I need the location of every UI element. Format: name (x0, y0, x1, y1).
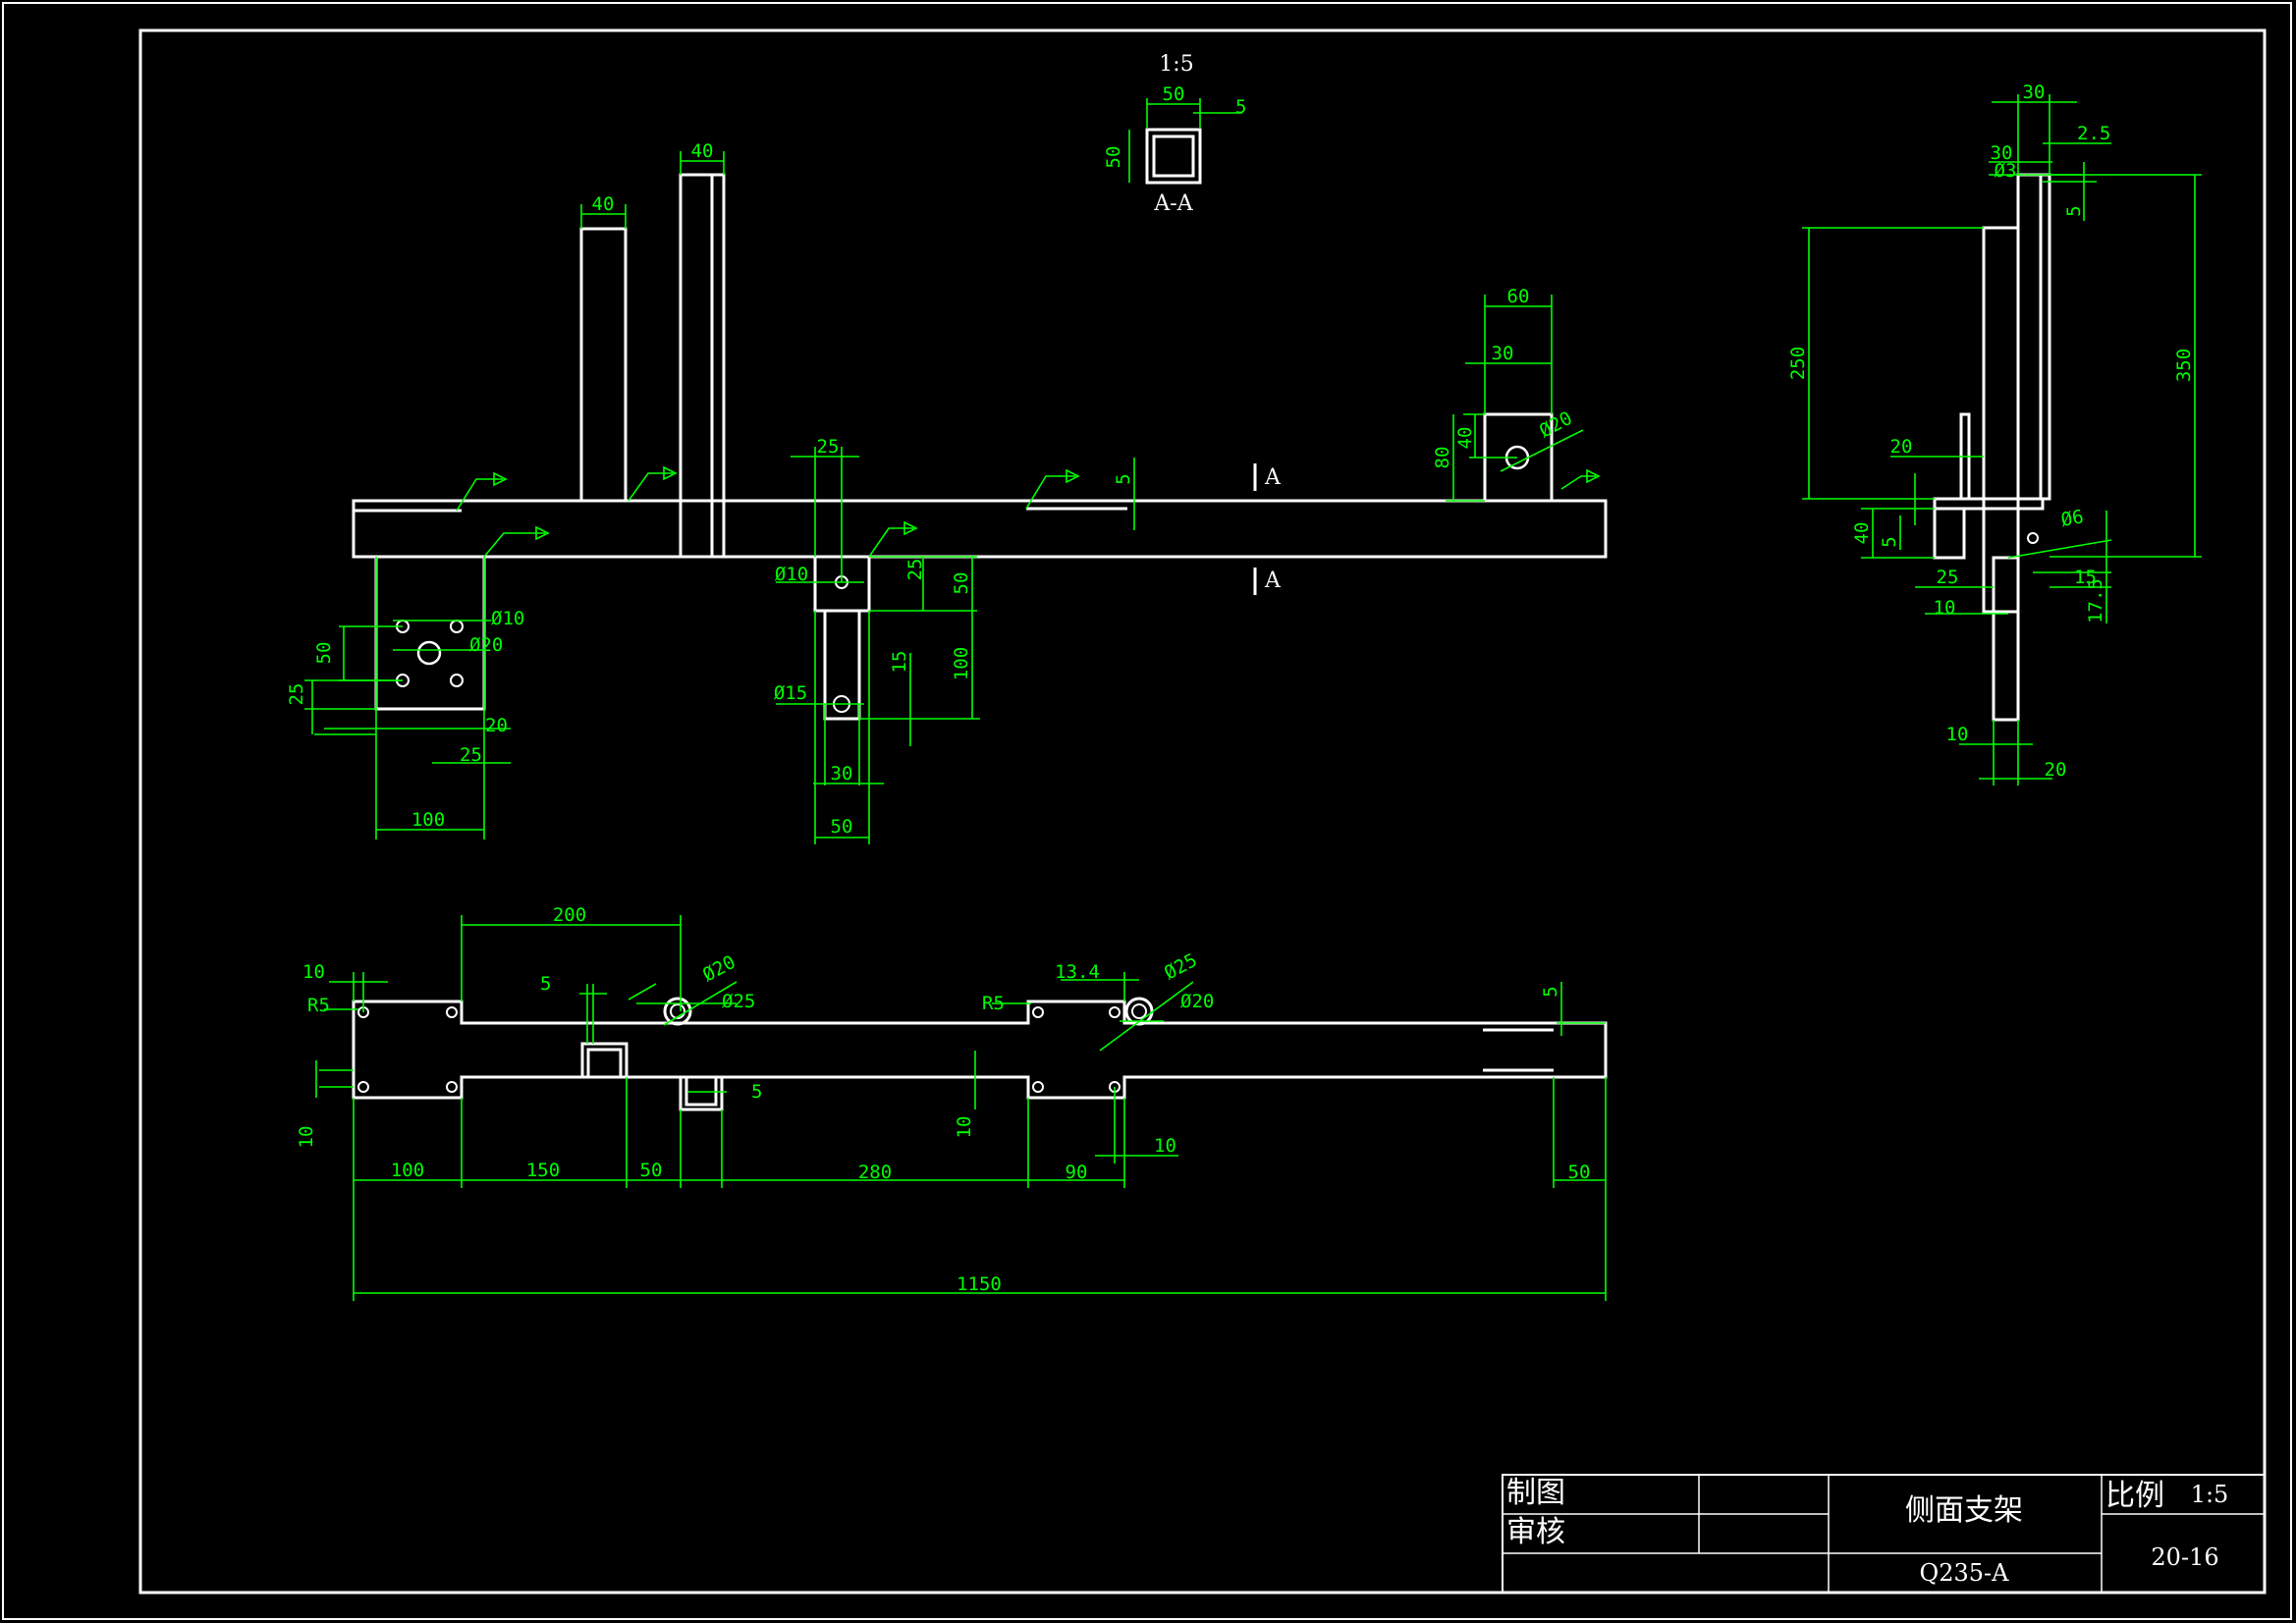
dim-side-15: 15 (2074, 567, 2097, 588)
section-label: A-A (1153, 191, 1193, 216)
section-height-dim: 50 (1103, 146, 1124, 169)
section-width-dim: 50 (1163, 83, 1185, 105)
dim-side-5b: 5 (1879, 536, 1900, 547)
dim-top-r5b: R5 (982, 993, 1005, 1014)
dim-side-250: 250 (1787, 347, 1809, 380)
dim-left-v2: 25 (286, 683, 307, 706)
dim-left-hole-small: Ø10 (491, 608, 524, 629)
dim-beam-wall: 5 (1113, 473, 1134, 484)
dim-mid-hole1: Ø10 (775, 564, 808, 585)
dim-top-100: 100 (391, 1160, 424, 1181)
dim-side-30b: 30 (1991, 142, 2013, 164)
dim-top-90: 90 (1066, 1162, 1088, 1183)
dim-side-350: 350 (2173, 349, 2195, 382)
section-mark-bottom: A (1264, 568, 1282, 593)
dim-right-h2: 80 (1432, 447, 1453, 469)
top-view: 200 10 R5 5 Ø20 Ø25 13.4 R5 Ø25 Ø20 5 5 … (296, 904, 1608, 1301)
dim-mid-v2: 50 (951, 572, 972, 595)
dim-top-hole25b: Ø25 (1161, 949, 1201, 985)
dim-right-width2: 30 (1492, 343, 1514, 364)
dim-right-h1: 40 (1454, 427, 1476, 450)
dim-side-20b: 20 (2045, 759, 2067, 781)
dim-left-width: 100 (411, 809, 445, 831)
dim-side-hole3: Ø3 (1995, 160, 2017, 182)
dim-side-hole6: Ø6 (2059, 506, 2085, 531)
dim-mid-hole2: Ø15 (774, 682, 807, 704)
dim-mid-v1: 25 (904, 559, 926, 581)
dim-top-5a: 5 (540, 973, 551, 995)
dim-mid-v3: 100 (951, 647, 972, 680)
scale-value: 1:5 (2191, 1481, 2229, 1508)
dim-side-17-5: 17.5 (2085, 578, 2106, 623)
dim-top-10b: 10 (296, 1126, 317, 1149)
dim-top-hole20b: Ø20 (1180, 991, 1214, 1012)
dim-side-40: 40 (1851, 522, 1873, 545)
dim-top-10c: 10 (954, 1116, 975, 1139)
dim-top-50a: 50 (640, 1160, 663, 1181)
dim-mid-width: 25 (817, 436, 840, 458)
dim-left-h1: 20 (485, 715, 508, 736)
dim-mid-h2: 50 (831, 816, 853, 838)
dim-side-20a: 20 (1890, 436, 1913, 458)
dim-top-50b: 50 (1568, 1162, 1591, 1183)
dim-top-10a: 10 (302, 961, 325, 983)
title-block: 制图 审核 侧面支架 Q235-A 比例 1:5 20-16 (1502, 1474, 2266, 1594)
section-a-a: 1:5 50 5 50 A-A (1103, 52, 1246, 216)
dim-left-v1: 50 (313, 642, 335, 665)
dim-top-hole20a: Ø20 (699, 951, 739, 987)
scale-label: 比例 (2105, 1479, 2164, 1513)
dim-post2-width: 40 (691, 140, 714, 162)
dim-left-hole-big: Ø20 (469, 634, 503, 656)
drawing-title: 侧面支架 (1905, 1493, 2023, 1528)
dim-top-10d: 10 (1154, 1135, 1176, 1157)
section-mark-top: A (1264, 465, 1282, 490)
dim-top-1150: 1150 (957, 1273, 1002, 1295)
checked-by-label: 审核 (1506, 1515, 1565, 1549)
dim-left-h2: 25 (460, 744, 482, 766)
drawn-by-label: 制图 (1506, 1476, 1565, 1510)
dim-top-200: 200 (553, 904, 586, 926)
dim-side-5: 5 (2063, 205, 2085, 216)
dim-top-13-4: 13.4 (1055, 961, 1100, 983)
drawing-frame (138, 28, 2267, 1595)
dim-top-280: 280 (858, 1162, 892, 1183)
dim-top-r5a: R5 (307, 995, 330, 1016)
drawing-number: 20-16 (2151, 1543, 2218, 1571)
section-scale: 1:5 (1159, 52, 1193, 77)
dim-top-hole25a: Ø25 (722, 991, 755, 1012)
dim-top-150: 150 (526, 1160, 560, 1181)
dim-post1-width: 40 (592, 193, 615, 215)
side-view: 30 30 Ø3 2.5 5 250 350 20 40 5 Ø6 25 15 … (1787, 81, 2202, 785)
dim-side-25: 25 (1937, 567, 1959, 588)
dim-side-10b: 10 (1946, 724, 1969, 745)
dim-right-width: 60 (1507, 286, 1530, 307)
material: Q235-A (1920, 1559, 2010, 1587)
dim-mid-h1: 30 (831, 763, 853, 784)
dim-side-10a: 10 (1934, 597, 1956, 619)
dim-side-30a: 30 (2023, 81, 2046, 103)
dim-side-2-5: 2.5 (2077, 123, 2110, 144)
dim-mid-v4: 15 (889, 651, 910, 674)
front-view: A A 40 40 60 30 40 80 Ø20 (286, 140, 1608, 844)
section-wall-dim: 5 (1235, 96, 1246, 118)
dim-top-5b: 5 (1540, 986, 1561, 997)
dim-top-5c: 5 (751, 1081, 762, 1103)
